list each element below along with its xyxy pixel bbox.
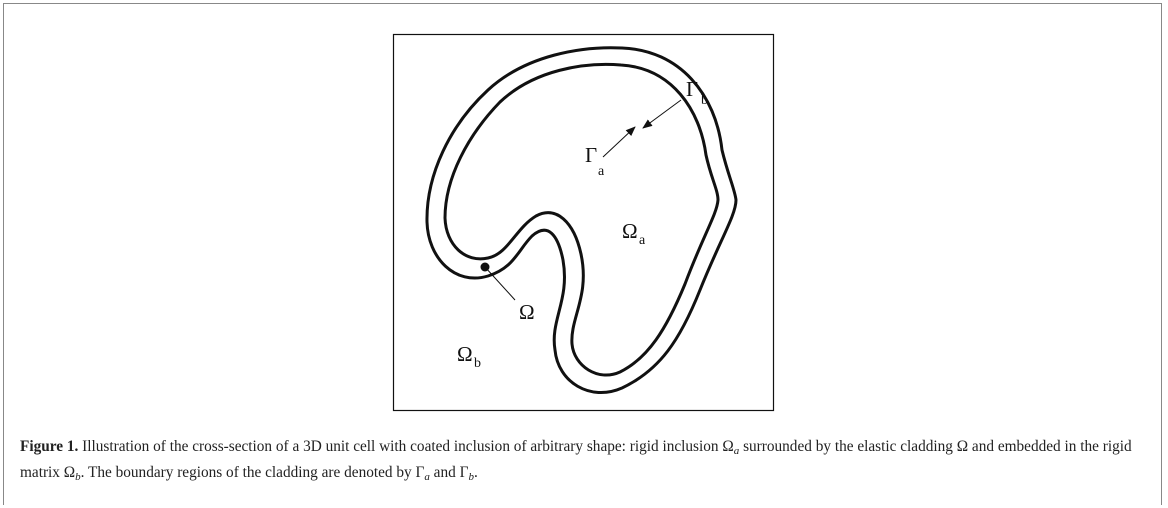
outer-boundary-gamma-b	[425, 46, 738, 394]
caption-text-5: .	[473, 464, 478, 481]
unit-cell-box	[392, 33, 775, 412]
omega-b-label: Ω	[457, 342, 473, 366]
omega-label: Ω	[519, 300, 535, 324]
omega-b-subscript: b	[474, 356, 481, 371]
figure-illustration: Γ b Γ a Ω a Ω Ω b	[392, 33, 775, 412]
caption-sub-b2: b	[468, 471, 474, 483]
figure-frame	[3, 3, 1162, 505]
caption-sub-a1: a	[733, 445, 740, 457]
caption-text-2: surrounded by the elastic cladding Ω and…	[20, 438, 1132, 481]
caption-text-1: Illustration of the cross-section of a 3…	[78, 438, 734, 455]
gamma-b-arrow	[642, 99, 682, 129]
gamma-a-arrow	[602, 126, 636, 158]
gamma-a-label: Γ	[585, 143, 597, 167]
caption-sub-a2: a	[424, 471, 430, 483]
caption-text-4: and Γ	[429, 464, 469, 481]
omega-leader-line	[484, 266, 516, 301]
inner-boundary-gamma-a	[443, 62, 720, 377]
caption-label: Figure 1.	[20, 438, 79, 455]
omega-a-label: Ω	[622, 219, 638, 243]
gamma-b-subscript: b	[701, 93, 708, 108]
caption-text-3: . The boundary regions of the cladding a…	[80, 464, 425, 481]
gamma-b-label: Γ	[686, 77, 698, 101]
caption-sub-b1: b	[75, 471, 81, 483]
figure-caption: Figure 1. Illustration of the cross-sect…	[20, 436, 1150, 488]
gamma-a-subscript: a	[598, 164, 605, 179]
omega-a-subscript: a	[639, 233, 646, 248]
